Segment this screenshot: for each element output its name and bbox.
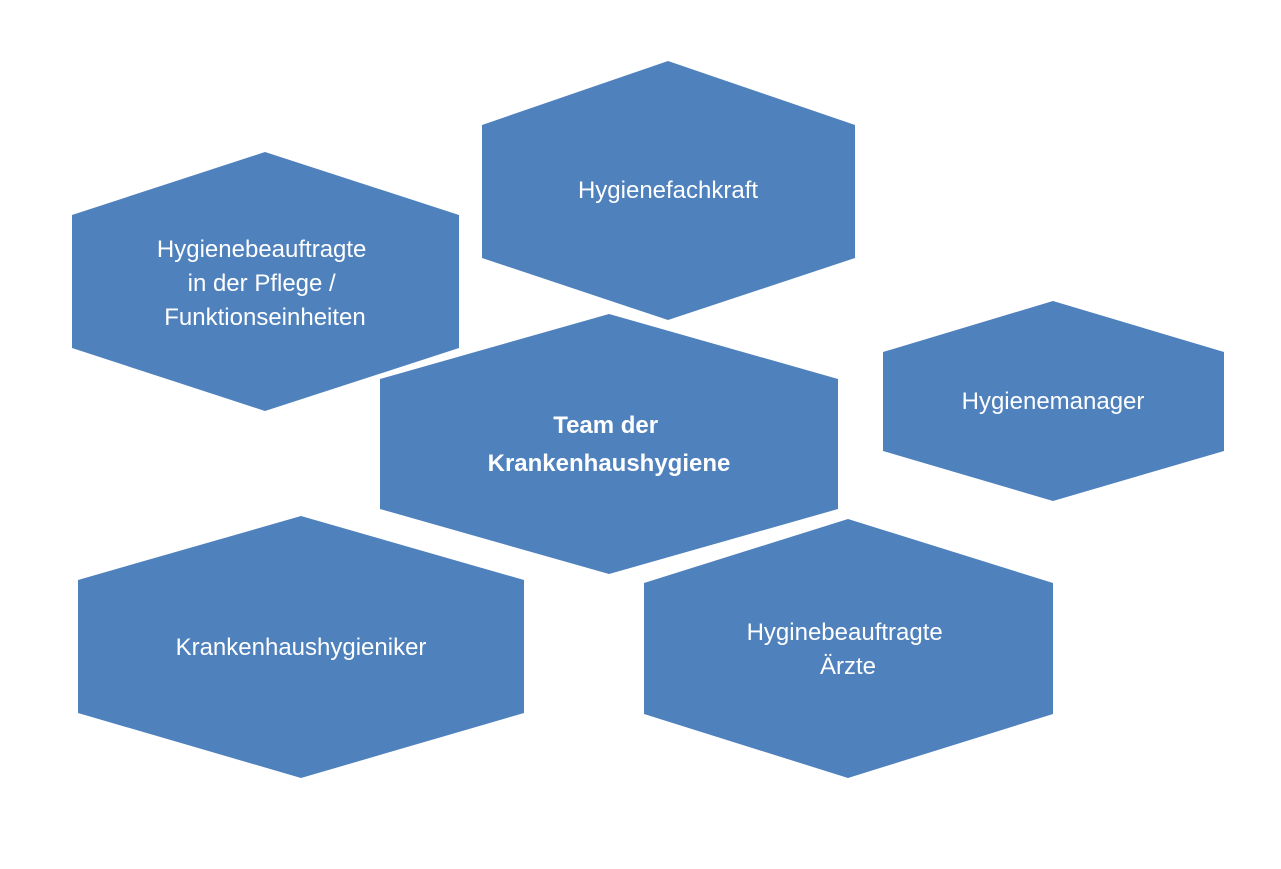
node-label-line: Hyginebeauftragte: [747, 619, 943, 646]
node-hygienefachkraft: Hygienefachkraft: [482, 61, 855, 320]
node-label-line: Hygienefachkraft: [578, 177, 758, 204]
node-krankenhaushygieniker: Krankenhaushygieniker: [78, 516, 524, 778]
node-label: Team der Krankenhaushygiene: [488, 412, 731, 477]
hexagon-shape: [644, 519, 1053, 778]
node-label-line: Hygienemanager: [962, 388, 1145, 415]
node-label: Hygienemanager: [962, 388, 1145, 415]
node-label-line: Hygienebeauftragte: [157, 236, 366, 263]
hexagon-shape: [482, 61, 855, 320]
hexagon-shape: [78, 516, 524, 778]
node-label-line: Funktionseinheiten: [164, 304, 365, 331]
node-hygienemanager: Hygienemanager: [883, 301, 1224, 501]
node-label: Hygienefachkraft: [578, 177, 758, 204]
node-label-line: Team der: [553, 412, 658, 439]
node-label: Hygienebeauftragte in der Pflege / Funkt…: [157, 236, 373, 331]
hexagon-shape: [883, 301, 1224, 501]
node-label-line: in der Pflege /: [188, 270, 336, 297]
node-label-line: Krankenhaushygieniker: [176, 634, 427, 661]
node-label: Krankenhaushygieniker: [176, 634, 427, 661]
hexagon-shape: [380, 314, 838, 574]
node-label-line: Ärzte: [820, 653, 876, 680]
node-team-krankenhaushygiene: Team der Krankenhaushygiene: [380, 314, 838, 574]
node-label-line: Krankenhaushygiene: [488, 450, 731, 477]
hexagon-shape: [72, 152, 459, 411]
node-hyginebeauftragte-aerzte: Hyginebeauftragte Ärzte: [644, 519, 1053, 778]
node-hygienebeauftragte-pflege: Hygienebeauftragte in der Pflege / Funkt…: [72, 152, 459, 411]
node-label: Hyginebeauftragte Ärzte: [747, 619, 950, 680]
